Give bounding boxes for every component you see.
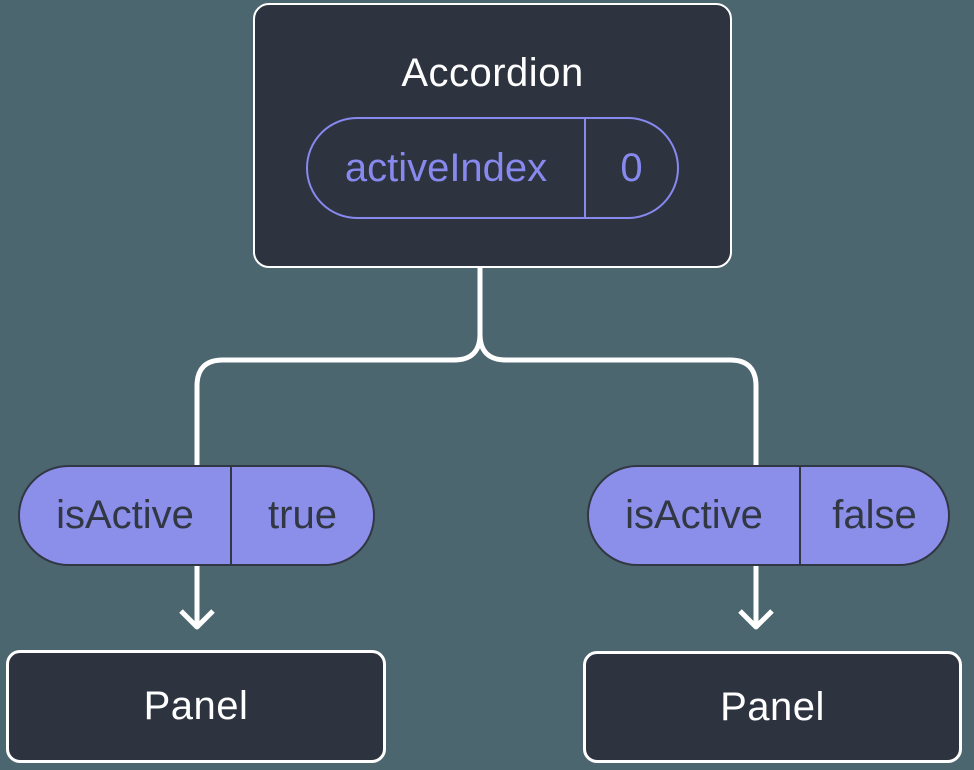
prop-name-label: isActive [625, 493, 763, 537]
prop-name-label: isActive [56, 493, 194, 537]
arrow-down-icon [738, 609, 774, 630]
prop-value-label: false [832, 493, 917, 537]
state-pill-activeindex: activeIndex 0 [306, 117, 679, 219]
arrow-down-icon [179, 609, 215, 630]
panel-title: Panel [143, 684, 249, 728]
state-value-label: 0 [620, 145, 643, 190]
accordion-component-box: Accordion activeIndex 0 [253, 3, 732, 268]
panel-component-box-right: Panel [583, 651, 962, 763]
state-name-label: activeIndex [344, 145, 548, 190]
panel-component-box-left: Panel [6, 650, 386, 763]
pill-divider [230, 467, 232, 564]
prop-value-label: true [268, 493, 337, 537]
accordion-title: Accordion [401, 51, 584, 95]
pill-divider [799, 467, 801, 564]
prop-pill-isactive-false: isActive false [587, 465, 950, 566]
connector-branch-left [194, 264, 483, 626]
prop-pill-isactive-true: isActive true [18, 465, 375, 566]
connector-branch-right [477, 264, 759, 626]
panel-title: Panel [720, 684, 825, 729]
pill-divider [584, 119, 586, 217]
